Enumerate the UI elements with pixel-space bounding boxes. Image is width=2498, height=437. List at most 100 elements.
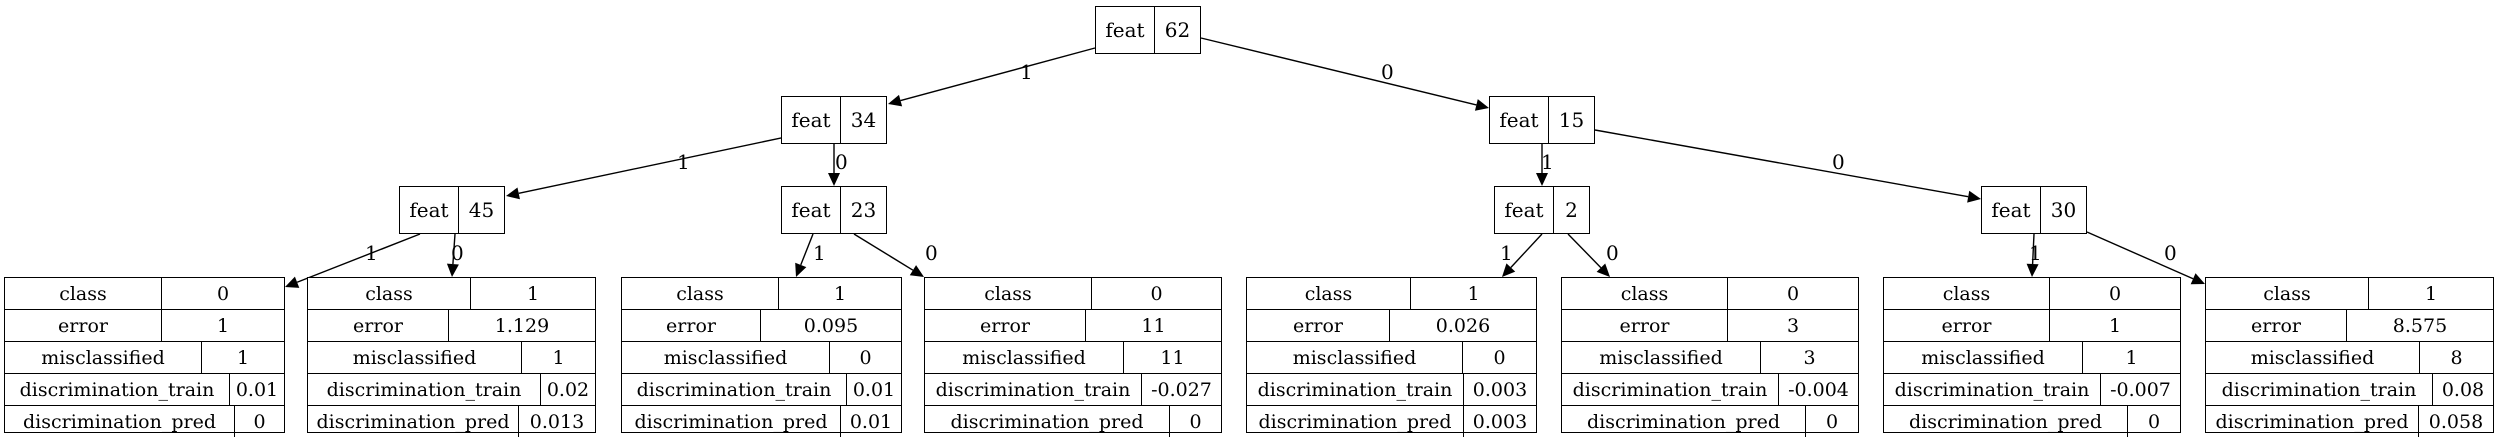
leaf-value: 0.01 xyxy=(229,374,284,405)
leaf-value: 0 xyxy=(1462,342,1536,373)
leaf-value: 0.026 xyxy=(1389,310,1536,341)
leaf-value: 0.003 xyxy=(1463,374,1536,405)
edge-arrowhead xyxy=(285,276,300,288)
edge-arrowhead xyxy=(1536,173,1548,186)
node-root: feat 62 xyxy=(1095,6,1201,54)
leaf-value: 0.058 xyxy=(2418,406,2493,437)
leaf-key: discrimination_train xyxy=(1572,378,1768,401)
leaf-key: misclassified xyxy=(1921,346,2045,369)
leaf-key: misclassified xyxy=(663,346,788,369)
edge-arrowhead xyxy=(506,187,520,200)
leaf-key: error xyxy=(1619,314,1670,337)
leaf-row-discrimination-pred: discrimination_pred 0.013 xyxy=(308,405,595,437)
edge-label: 0 xyxy=(835,150,848,174)
leaf-key: error xyxy=(1293,314,1343,337)
leaf-value: 0.013 xyxy=(518,406,595,437)
edge-label: 1 xyxy=(677,150,690,174)
edge-label: 0 xyxy=(925,241,938,265)
edge-arrowhead xyxy=(2190,273,2205,285)
edge-label: 1 xyxy=(1020,60,1033,84)
leaf-value: 1 xyxy=(470,278,595,309)
leaf-value: -0.004 xyxy=(1778,374,1858,405)
edge-line xyxy=(800,233,814,266)
leaf-value: 0 xyxy=(161,278,284,309)
leaf-key: misclassified xyxy=(352,346,477,369)
node-r: feat 15 xyxy=(1489,96,1595,144)
leaf-value: 1 xyxy=(521,342,595,373)
edge-label: 0 xyxy=(1832,150,1845,174)
node-feature-label: feat xyxy=(791,108,831,132)
leaf-value: -0.007 xyxy=(2100,374,2180,405)
leaf-key: misclassified xyxy=(962,346,1086,369)
edge-line xyxy=(2086,231,2194,280)
edge-arrowhead xyxy=(2026,263,2039,277)
leaf-value: 1.129 xyxy=(448,310,595,341)
node-feature-label: feat xyxy=(791,198,831,222)
node-rl: feat 2 xyxy=(1494,186,1590,234)
leaf-value: 0 xyxy=(829,342,901,373)
edge-line xyxy=(1200,37,1477,106)
leaf-row-discrimination-train: discrimination_train-0.027 xyxy=(925,373,1221,405)
leaf-key: class xyxy=(1942,282,1991,305)
node-lr: feat 23 xyxy=(781,186,887,234)
leaf-value: 3 xyxy=(1760,342,1858,373)
node-ll: feat 45 xyxy=(399,186,505,234)
leaf-key: class xyxy=(984,282,1032,305)
leaf-key: error xyxy=(666,314,716,337)
edge-line xyxy=(900,47,1096,102)
leaf-row-class: class 0 xyxy=(1884,278,2180,309)
leaf-value: 0 xyxy=(2127,406,2180,437)
edge-line xyxy=(853,233,914,271)
leaf-key: discrimination_pred xyxy=(316,410,510,433)
leaf-key: discrimination_pred xyxy=(2215,410,2409,433)
edge-line xyxy=(1594,129,1969,198)
node-feature-value: 23 xyxy=(840,187,886,233)
edge-line xyxy=(1567,233,1602,269)
edge-line xyxy=(296,233,421,283)
leaf-key: discrimination_train xyxy=(1257,378,1453,401)
edge-label: 0 xyxy=(2164,241,2177,265)
leaf-value: 11 xyxy=(1085,310,1221,341)
leaf-value: 1 xyxy=(2082,342,2180,373)
edge-line xyxy=(2031,233,2035,265)
node-feature-label: feat xyxy=(409,198,449,222)
leaf-value: 0.095 xyxy=(760,310,901,341)
leaf-key: discrimination_train xyxy=(19,378,215,401)
node-feature-label: feat xyxy=(1991,198,2031,222)
leaf-value: 3 xyxy=(1727,310,1858,341)
leaf-key: discrimination_train xyxy=(326,378,522,401)
leaf-key: discrimination_pred xyxy=(1258,410,1452,433)
leaf-key: discrimination_pred xyxy=(1909,410,2102,433)
leaf-value: 1 xyxy=(1410,278,1536,309)
edge-line xyxy=(1510,233,1543,268)
node-feature-value: 62 xyxy=(1154,7,1200,53)
edge-arrowhead xyxy=(828,173,840,186)
leaf-value: 0 xyxy=(1805,406,1858,437)
edge-arrowhead xyxy=(1967,190,1981,203)
node-l: feat 34 xyxy=(781,96,887,144)
leaf-value: 0 xyxy=(1169,406,1221,437)
leaf-value: 0 xyxy=(2049,278,2180,309)
edge-label: 0 xyxy=(1381,60,1394,84)
leaf-key: discrimination_pred xyxy=(23,410,216,433)
leaf-row-error: error 0.095 xyxy=(622,309,901,341)
leaf-key: class xyxy=(676,282,724,305)
leaf-row-discrimination-train: discrimination_train -0.004 xyxy=(1562,373,1858,405)
edge-label: 0 xyxy=(1606,241,1619,265)
